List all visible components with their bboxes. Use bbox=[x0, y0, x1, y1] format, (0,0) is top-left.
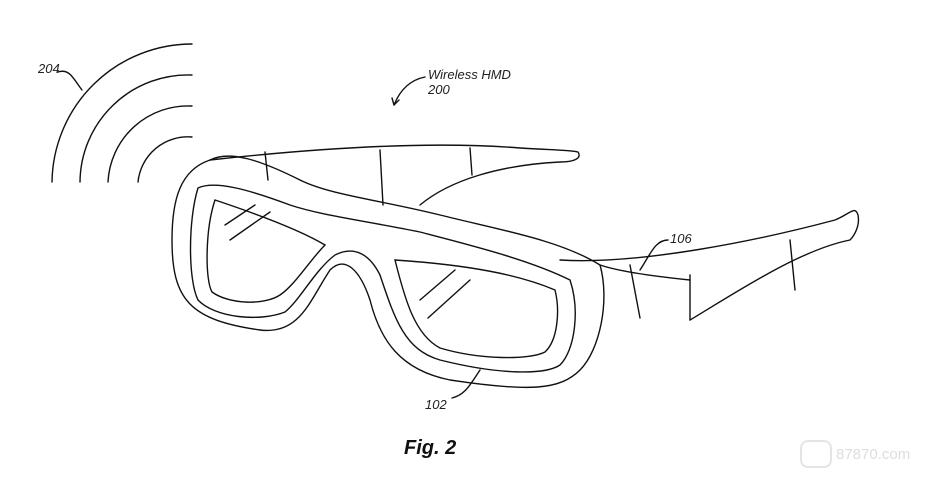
arrow-200 bbox=[393, 76, 426, 106]
figure-caption: Fig. 2 bbox=[404, 437, 457, 459]
wireless-signal-arcs bbox=[51, 43, 193, 183]
leader-204 bbox=[57, 70, 83, 91]
left-strap bbox=[559, 209, 860, 321]
watermark-logo-icon bbox=[800, 440, 832, 468]
right-strap bbox=[209, 144, 580, 206]
label-102: 102 bbox=[425, 397, 447, 412]
leader-106 bbox=[639, 239, 669, 271]
label-200: 200 bbox=[428, 82, 450, 97]
watermark-text: 87870.com bbox=[836, 445, 911, 463]
leader-102 bbox=[451, 369, 481, 399]
goggle-frame bbox=[171, 155, 691, 389]
label-106: 106 bbox=[670, 231, 692, 246]
watermark: 87870.com bbox=[800, 440, 910, 468]
label-wireless-hmd: Wireless HMD bbox=[428, 67, 511, 82]
label-204: 204 bbox=[38, 61, 60, 76]
